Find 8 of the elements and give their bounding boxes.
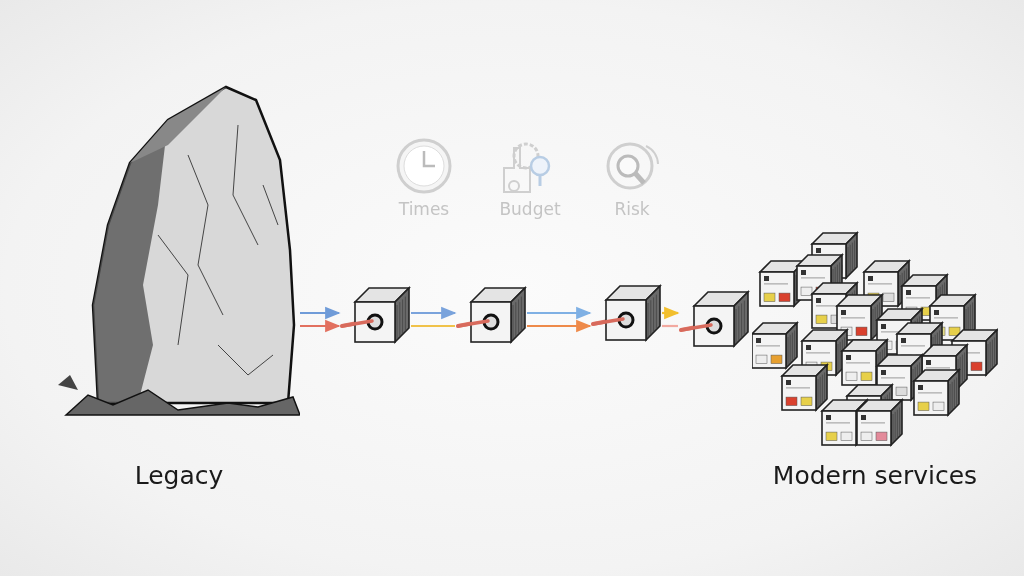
arrow xyxy=(527,306,592,320)
arrow xyxy=(300,306,341,320)
arrow xyxy=(411,306,457,320)
arrow xyxy=(662,306,680,320)
node-label: Legacy xyxy=(133,461,225,490)
arrow xyxy=(300,319,341,333)
arrow xyxy=(527,319,592,333)
node-label: Modern services xyxy=(771,461,979,490)
